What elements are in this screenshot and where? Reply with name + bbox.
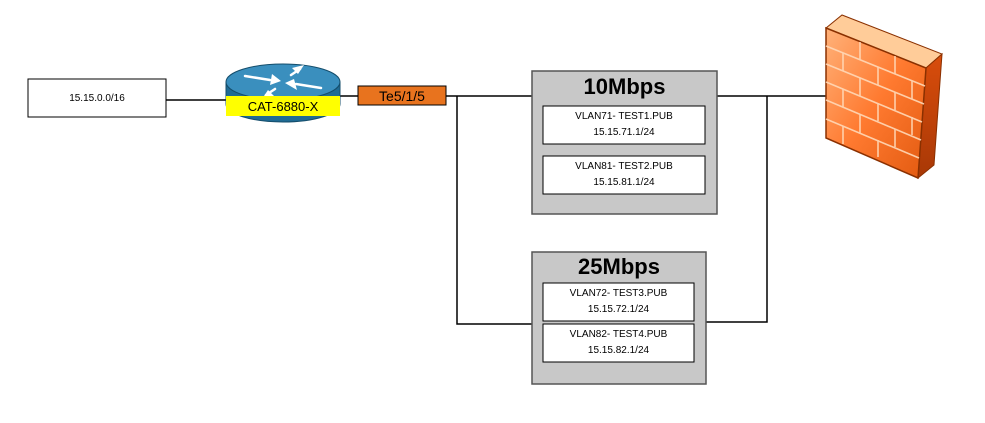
- group-10mbps-title: 10Mbps: [583, 74, 666, 99]
- vlan71-box[interactable]: [542, 105, 706, 145]
- network-box[interactable]: [27, 78, 167, 118]
- links: [166, 95, 826, 325]
- vlan71-subnet: 15.15.71.1/24: [593, 126, 655, 138]
- router-label: CAT-6880-X: [247, 98, 319, 114]
- vlan72-name: VLAN72- TEST3.PUB: [569, 287, 668, 299]
- vlan72-box[interactable]: [542, 282, 695, 322]
- vlan81-name: VLAN81- TEST2.PUB: [575, 160, 673, 172]
- vlan81-subnet: 15.15.81.1/24: [593, 176, 655, 188]
- firewall-icon[interactable]: [825, 14, 943, 180]
- port-box[interactable]: [357, 85, 447, 106]
- port-label: Te5/1/5: [379, 87, 425, 104]
- link-group2-firewall: [706, 96, 768, 323]
- vlan82-name: VLAN82- TEST4.PUB: [569, 328, 668, 340]
- vlan81-box[interactable]: [542, 155, 706, 195]
- vlan82-subnet: 15.15.82.1/24: [587, 344, 650, 356]
- vlan82-box[interactable]: [542, 323, 695, 363]
- network-label: 15.15.0.0/16: [69, 92, 125, 104]
- vlan72-subnet: 15.15.72.1/24: [587, 303, 650, 315]
- router-label-bg: [226, 96, 340, 116]
- link-port-group2: [456, 96, 532, 325]
- vlan71-name: VLAN71- TEST1.PUB: [575, 110, 673, 122]
- group-25mbps-title: 25Mbps: [578, 254, 660, 279]
